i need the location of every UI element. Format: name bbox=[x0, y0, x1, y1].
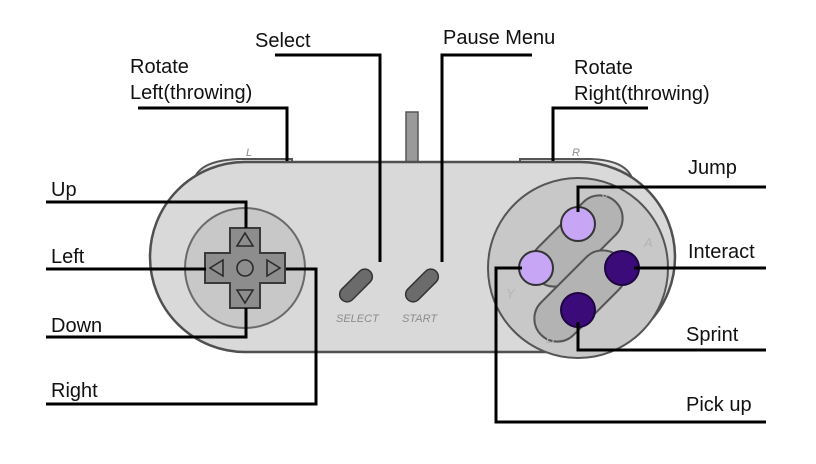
label-sprint: Sprint bbox=[686, 324, 739, 346]
right-leader-line bbox=[46, 267, 318, 406]
down-leader-line bbox=[46, 308, 248, 339]
label-jump: Jump bbox=[688, 157, 737, 179]
shoulder-r-mark: R bbox=[572, 147, 580, 159]
dpad-right-arrow-icon bbox=[266, 258, 282, 278]
label-up: Up bbox=[51, 179, 77, 201]
start-caption: START bbox=[402, 313, 438, 325]
jump-leader-line bbox=[576, 185, 766, 212]
label-interact: Interact bbox=[688, 241, 755, 263]
face-button-a bbox=[604, 250, 640, 286]
face-button-b bbox=[560, 292, 596, 328]
label-select: Select bbox=[255, 30, 311, 52]
up-leader-line bbox=[46, 200, 248, 228]
start-button bbox=[404, 268, 440, 303]
label-down: Down bbox=[51, 315, 102, 337]
face-a-mark: A bbox=[643, 235, 653, 250]
dpad-center-icon bbox=[236, 259, 254, 277]
shoulder-l-mark: L bbox=[246, 147, 252, 159]
face-y-mark: Y bbox=[506, 286, 516, 301]
face-x-mark: X bbox=[599, 191, 610, 206]
label-left: Left bbox=[51, 246, 85, 268]
cable bbox=[405, 111, 419, 168]
label-pick-up: Pick up bbox=[686, 394, 752, 416]
face-button-x bbox=[560, 206, 596, 242]
dpad bbox=[204, 227, 286, 309]
label-rotate-right-line1: Rotate bbox=[574, 57, 633, 79]
label-rotate-right-line2: Right(throwing) bbox=[574, 83, 710, 105]
label-rotate-left-line1: Rotate bbox=[130, 56, 189, 78]
dpad-up-arrow-icon bbox=[235, 231, 255, 247]
label-right: Right bbox=[51, 380, 98, 402]
sprint-leader-line bbox=[576, 322, 766, 352]
dpad-down-arrow-icon bbox=[235, 289, 255, 305]
select-button bbox=[338, 268, 374, 303]
pause-menu-leader-line bbox=[440, 53, 532, 262]
face-b-mark: B bbox=[546, 331, 555, 346]
rotate-right-leader-line bbox=[551, 106, 648, 161]
face-button-y bbox=[518, 250, 554, 286]
pick-up-leader-line bbox=[494, 266, 766, 424]
select-caption: SELECT bbox=[336, 313, 380, 325]
select-leader-line bbox=[275, 53, 382, 262]
dpad-left-arrow-icon bbox=[208, 258, 224, 278]
rotate-left-leader-line bbox=[138, 106, 289, 161]
label-pause-menu: Pause Menu bbox=[443, 27, 555, 49]
label-rotate-left-line2: Left(throwing) bbox=[130, 82, 252, 104]
